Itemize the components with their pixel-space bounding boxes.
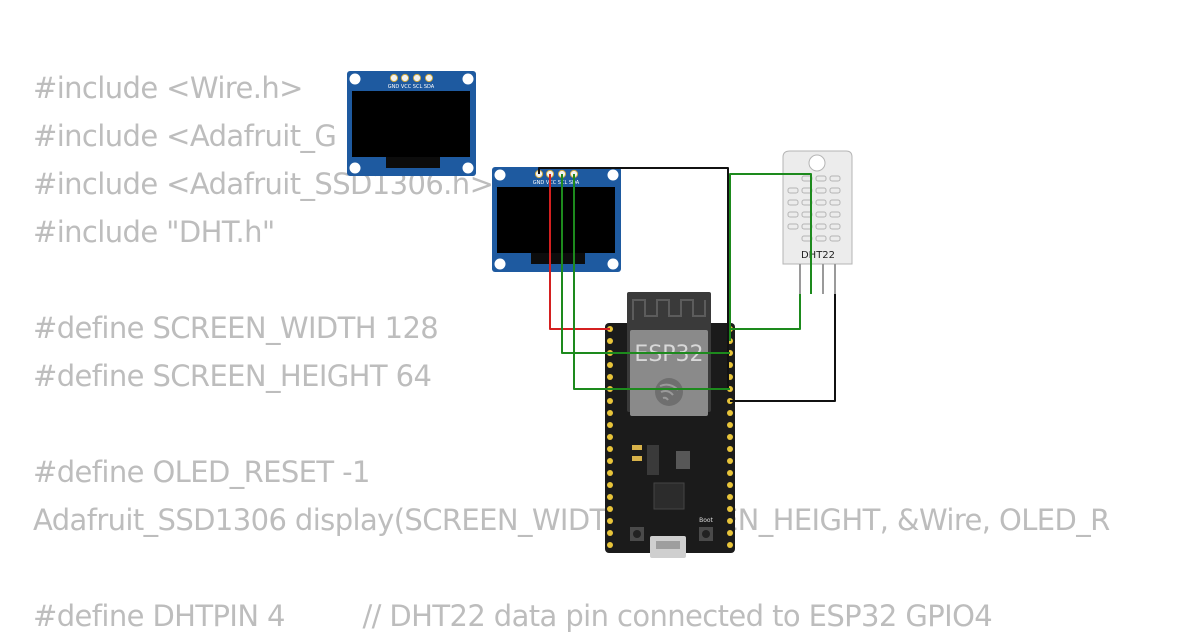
code-line-3: #include <Adafruit_SSD1306.h> [33,167,494,201]
wire-oled-scl[interactable] [561,174,730,354]
oled-display-2[interactable]: GND VCC SCL SDA [492,167,621,272]
code-line-4: #include "DHT.h" [33,215,275,249]
oled-1-mount-hole [349,73,361,85]
esp32-right-header[interactable] [727,326,733,548]
dht22-label: DHT22 [801,250,835,261]
wire-dht-gnd[interactable] [730,294,836,402]
oled-1-mount-hole [349,162,361,174]
oled-1-ribbon [386,157,440,168]
wire-dht-vcc[interactable] [730,294,801,330]
dht22-vent-grid [787,175,841,242]
esp32-chip-label: ESP32 [634,342,703,367]
wire-dht-data[interactable] [729,173,812,341]
oled-2-pin-labels: GND VCC SCL SDA [533,180,580,186]
esp32-smd-part [676,451,690,469]
esp32-regulator [647,445,659,475]
oled-1-screen [352,91,470,157]
oled-1-pin[interactable] [412,73,422,83]
dht22-mount-hole [808,154,826,172]
wire-oled-sda[interactable] [573,174,730,390]
oled-1-pin[interactable] [389,73,399,83]
oled-1-pin-labels: GND VCC SCL SDA [388,84,435,90]
code-line-2: #include <Adafruit_G [33,119,337,153]
esp32-smd-part [632,445,642,450]
antenna-trace-icon [632,299,706,320]
oled-2-ribbon [531,253,585,264]
oled-1-pin[interactable] [424,73,434,83]
en-button-cap [633,530,641,538]
esp32-module-shield [630,330,708,416]
usb-port-inner [656,541,680,549]
wires [538,167,836,402]
oled-2-mount-hole [607,258,619,270]
oled-1-mount-hole [462,73,474,85]
boot-label: Boot [699,517,713,524]
code-line-8: Adafruit_SSD1306 display(SCREEN_WIDTH, S… [33,503,1110,537]
oled-2-mount-hole [494,258,506,270]
wire-oled-vcc[interactable] [549,174,610,330]
oled-display-1[interactable]: GND VCC SCL SDA [347,71,476,176]
wire-oled-gnd[interactable] [538,167,729,389]
oled-2-mount-hole [607,169,619,181]
esp32-devkit[interactable]: ESP32 [605,292,735,558]
code-line-1: #include <Wire.h> [33,71,303,105]
code-line-7: #define OLED_RESET -1 [33,455,370,489]
code-line-6: #define SCREEN_HEIGHT 64 [33,359,432,393]
dht22-sensor[interactable]: DHT22 [782,150,853,294]
oled-2-mount-hole [494,169,506,181]
boot-button-cap [702,530,710,538]
oled-1-mount-hole [462,162,474,174]
oled-1-pin[interactable] [400,73,410,83]
oled-2-screen [497,187,615,253]
esp32-smd-part [632,456,642,461]
espressif-logo-icon [655,378,683,406]
esp32-usb-uart-chip [653,482,685,510]
code-line-9: #define DHTPIN 4 // DHT22 data pin conne… [33,599,993,633]
code-line-5: #define SCREEN_WIDTH 128 [33,311,439,345]
